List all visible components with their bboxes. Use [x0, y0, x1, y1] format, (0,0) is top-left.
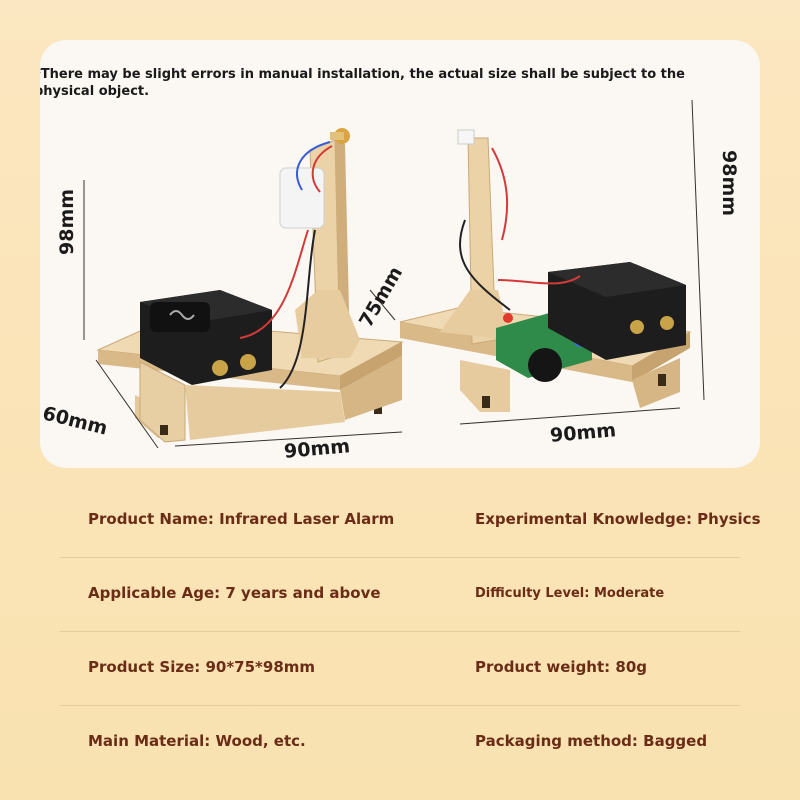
spec-row: Applicable Age: 7 years and above Diffic…: [60, 558, 740, 632]
right-product-view: [399, 129, 692, 412]
spec-row: Product Name: Infrared Laser Alarm Exper…: [60, 484, 761, 558]
product-photo-card: *There may be slight errors in manual in…: [40, 40, 760, 468]
spec-applicable-age: Applicable Age: 7 years and above: [88, 584, 381, 602]
spec-product-weight: Product weight: 80g: [475, 658, 647, 676]
spec-difficulty-level: Difficulty Level: Moderate: [475, 586, 665, 601]
spec-table: Product Name: Infrared Laser Alarm Exper…: [60, 484, 761, 779]
spec-row: Main Material: Wood, etc. Packaging meth…: [60, 706, 740, 779]
left-height-label: 98mm: [56, 188, 78, 255]
dimension-lines: [83, 99, 705, 449]
disclaimer-text: *There may be slight errors in manual in…: [40, 67, 685, 99]
spec-row: Product Size: 90*75*98mm Product weight:…: [60, 632, 740, 706]
spec-product-name: Product Name: Infrared Laser Alarm: [88, 510, 395, 528]
spec-packaging-method: Packaging method: Bagged: [475, 732, 708, 750]
spec-product-size: Product Size: 90*75*98mm: [88, 658, 316, 676]
left-product-view: [96, 128, 404, 443]
spec-experimental-knowledge: Experimental Knowledge: Physics: [475, 510, 761, 528]
spec-main-material: Main Material: Wood, etc.: [88, 732, 306, 750]
product-photo: [83, 99, 705, 449]
right-height-label: 98mm: [718, 150, 740, 217]
